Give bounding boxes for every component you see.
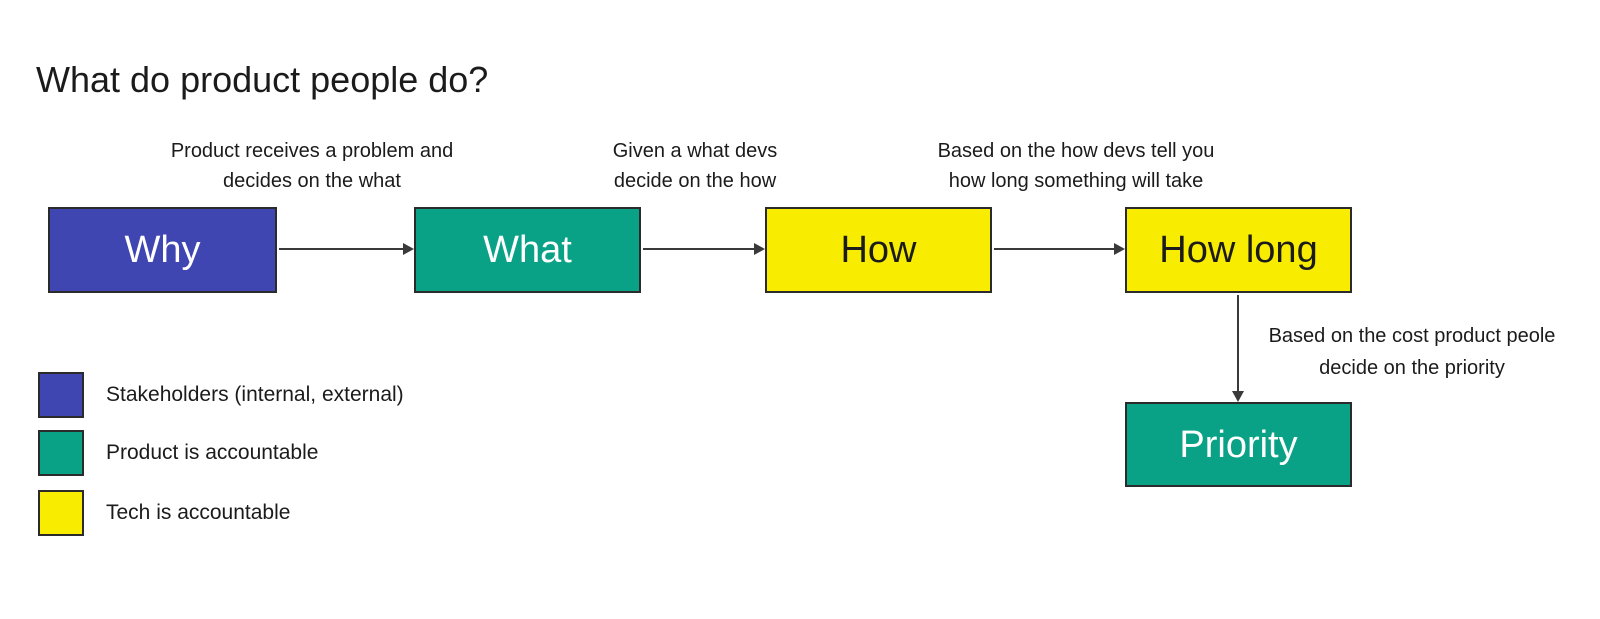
legend-label: Tech is accountable — [106, 501, 291, 524]
flow-node-priority: Priority — [1125, 402, 1352, 487]
annotation-what-how: Given a what devs decide on the how — [613, 136, 778, 196]
annotation-line: Given a what devs — [612, 140, 778, 162]
legend-swatch-product-icon — [38, 430, 84, 476]
annotation-line: Based on the cost product peole — [1268, 325, 1556, 347]
node-label: What — [483, 229, 572, 271]
legend-label: Stakeholders (internal, external) — [106, 383, 404, 406]
flow-node-why: Why — [48, 207, 277, 293]
legend-item-product: Product is accountable — [38, 430, 318, 476]
legend-swatch-stakeholders-icon — [38, 372, 84, 418]
arrow-why-to-what-icon — [279, 243, 414, 255]
annotation-howlong-priority: Based on the cost product peole decide o… — [1269, 320, 1556, 384]
annotation-how-howlong: Based on the how devs tell you how long … — [938, 136, 1215, 196]
node-label: How — [840, 229, 917, 271]
annotation-line: decide on the priority — [1319, 357, 1505, 379]
flow-node-how-long: How long — [1125, 207, 1352, 293]
node-label: Why — [124, 229, 201, 271]
flow-node-what: What — [414, 207, 641, 293]
arrow-how-to-howlong-icon — [994, 243, 1125, 255]
annotation-line: decide on the how — [613, 170, 777, 192]
legend-swatch-tech-icon — [38, 490, 84, 536]
arrow-what-to-how-icon — [643, 243, 765, 255]
legend-item-tech: Tech is accountable — [38, 490, 290, 536]
annotation-line: Based on the how devs tell you — [937, 140, 1215, 162]
node-label: How long — [1159, 229, 1318, 271]
annotation-line: how long something will take — [948, 170, 1204, 192]
flow-node-how: How — [765, 207, 992, 293]
arrow-howlong-to-priority-icon — [1232, 295, 1244, 402]
legend-label: Product is accountable — [106, 441, 319, 464]
annotation-why-what: Product receives a problem and decides o… — [171, 136, 453, 196]
page-title: What do product people do? — [36, 59, 489, 100]
node-label: Priority — [1179, 423, 1298, 466]
annotation-line: decides on the what — [223, 170, 401, 192]
legend-item-stakeholders: Stakeholders (internal, external) — [38, 372, 404, 418]
annotation-line: Product receives a problem and — [170, 140, 454, 162]
